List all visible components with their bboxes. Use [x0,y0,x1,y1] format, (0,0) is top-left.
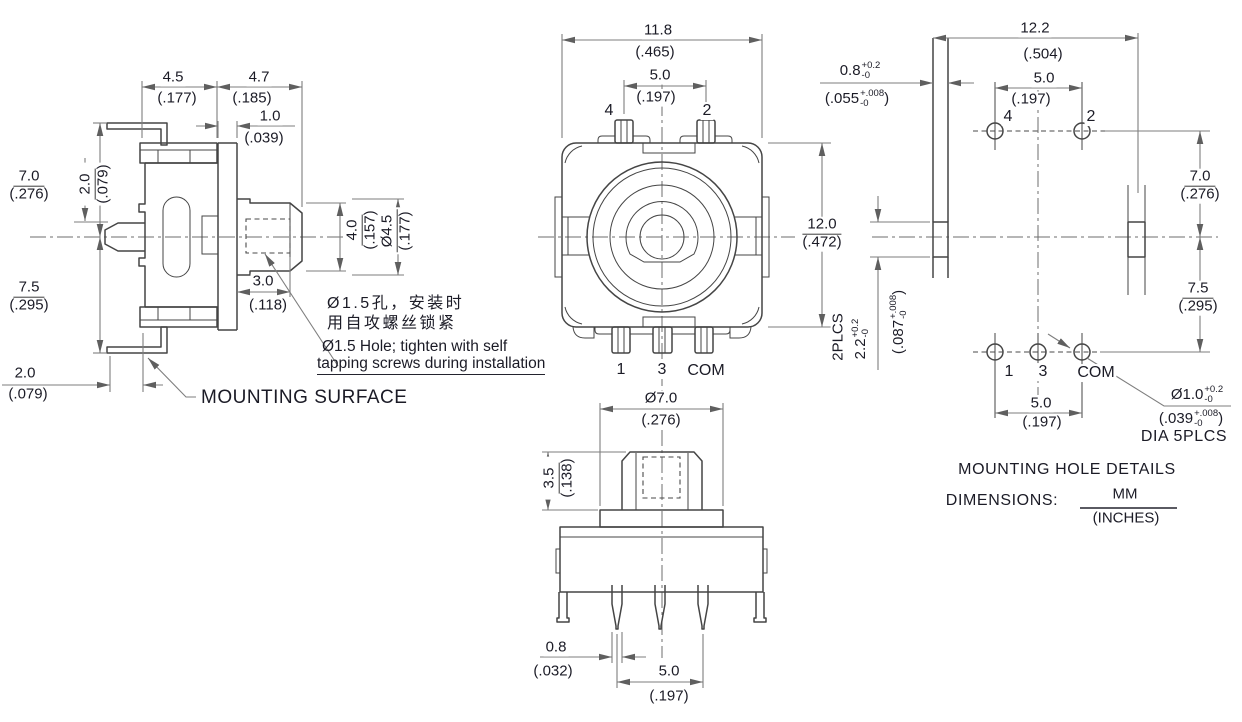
hole-label-2: 2 [1084,108,1098,126]
dim-mount-dia-1.0-mm: Ø1.0 +0.2-0 [1168,384,1226,405]
dim-mount-7.0: 7.0 (.276) [1178,167,1222,204]
hole-note-english-line2: tapping screws during installation [317,355,546,375]
dim-bottom-dia-7.0-mm: Ø7.0 [642,389,680,408]
hole-note-chinese-line1: Ø1.5孔，安装时 [327,295,465,312]
dim-front-12.0: 12.0 (.472) [800,216,844,252]
bottom-view-linework [540,403,768,688]
dim-mount-5.0-top-in: (.197) [1009,90,1053,109]
dim-bottom-0.8-mm: 0.8 [543,638,569,657]
dim-side-3.0-in: (.118) [246,296,290,315]
dim-bottom-5.0-mm: 5.0 [656,662,682,681]
hole-label-4: 4 [1001,108,1015,126]
dim-front-11.8-in: (.465) [633,43,677,62]
front-view-linework [538,34,831,397]
pin-label-4: 4 [602,102,616,120]
dim-side-1.0-mm: 1.0 [257,107,283,126]
dim-mount-dia-1.0-in: (.039 +.008-0 ) [1156,408,1226,429]
dim-mount-2.2-mm: 2.2 +0.2-0 [850,316,871,362]
dim-mount-5.0-bottom-mm: 5.0 [1028,394,1054,413]
dim-mount-5.0-bottom-in: (.197) [1020,413,1064,432]
pin-label-com: COM [685,362,727,380]
dim-front-5.0-in: (.197) [634,88,678,107]
dim-side-2.0-bottom-in: (.079) [6,385,50,404]
dim-mount-7.5: 7.5 (.295) [1176,279,1220,316]
dim-side-3.0-mm: 3.0 [250,272,276,291]
mounting-surface-label: MOUNTING SURFACE [201,387,408,408]
hole-note-chinese-line2: 用自攻螺丝锁紧 [327,315,457,332]
units-mm-label: MM [1110,485,1140,504]
hole-note-english-line1: Ø1.5 Hole; tighten with self [322,338,508,355]
dim-side-2.0-vert: 2.0 (.079) [76,162,113,206]
dim-side-1.0-in: (.039) [242,129,286,148]
hole-label-com: COM [1075,364,1117,382]
dim-mount-0.8-mm: 0.8 +0.2-0 [837,60,883,81]
dim-front-11.8-mm: 11.8 [641,21,675,40]
dim-side-4.5-in: (.177) [155,89,199,108]
dim-mount-12.2-in: (.504) [1021,45,1065,64]
dim-side-dia-4.5: Ø4.5 (.177) [379,207,415,255]
dim-mount-2.2-in: (.087 +.008-0 ) [888,287,909,357]
pin-label-3: 3 [655,361,669,379]
dim-side-4.5-mm: 4.5 [160,68,186,87]
pin-label-2: 2 [700,102,714,120]
dim-bottom-5.0-in: (.197) [647,687,691,706]
dim-mount-12.2-mm: 12.2 [1018,19,1052,38]
mounting-hole-details-title: MOUNTING HOLE DETAILS [956,461,1178,479]
dimensions-label: DIMENSIONS: [943,492,1061,510]
dim-mount-5.0-top-mm: 5.0 [1031,69,1057,88]
dim-bottom-0.8-in: (.032) [531,662,575,681]
pin-label-1: 1 [614,361,628,379]
dim-bottom-3.5: 3.5 (.138) [540,456,577,500]
hole-label-1: 1 [1002,363,1016,381]
dim-side-4.7-in: (.185) [230,89,274,108]
dim-front-5.0-mm: 5.0 [647,66,673,85]
units-inches-label: (INCHES) [1090,509,1162,528]
mounting-hole-view-linework [820,33,1231,509]
label-2plcs: 2PLCS [829,311,848,363]
dim-mount-0.8-in: (.055 +.008-0 ) [822,88,892,109]
dim-side-4.7-mm: 4.7 [246,68,272,87]
hole-label-3: 3 [1036,363,1050,381]
dim-side-2.0-bottom-mm: 2.0 [12,364,38,383]
dim-side-7.0: 7.0 (.276) [7,167,51,204]
side-view-linework [2,81,404,398]
label-dia-5plcs: DIA 5PLCS [1138,428,1230,446]
dim-side-4.0: 4.0 (.157) [343,208,380,252]
dim-side-7.5: 7.5 (.295) [7,278,51,315]
dim-bottom-dia-7.0-in: (.276) [639,411,683,430]
